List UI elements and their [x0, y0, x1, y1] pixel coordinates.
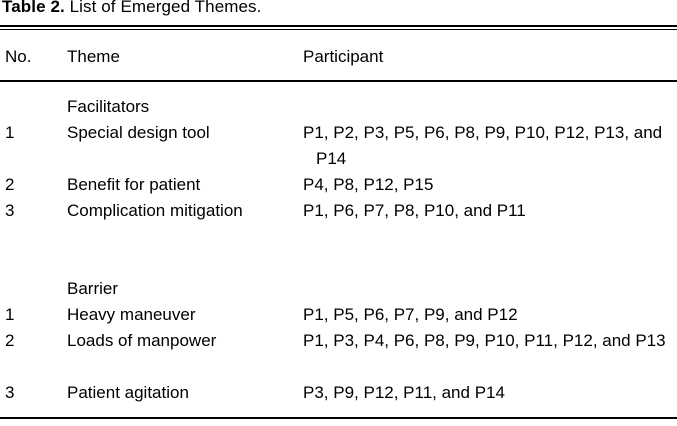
row-participant: P3, P9, P12, P11, and P14 — [303, 383, 505, 402]
row-no: 1 — [5, 123, 15, 142]
row-participant: P1, P3, P4, P6, P8, P9, P10, P11, P12, a… — [303, 331, 666, 350]
row-no: 2 — [5, 331, 15, 350]
column-header-participant: Participant — [303, 47, 384, 66]
table-top-rule — [0, 25, 677, 27]
row-no: 2 — [5, 175, 15, 194]
column-header-theme: Theme — [67, 47, 120, 66]
row-theme: Special design tool — [67, 123, 210, 142]
row-participant: P4, P8, P12, P15 — [303, 175, 434, 194]
row-no: 3 — [5, 201, 15, 220]
row-theme: Patient agitation — [67, 383, 189, 402]
row-theme: Loads of manpower — [67, 331, 217, 350]
column-header-no: No. — [5, 47, 32, 66]
table-caption-text: List of Emerged Themes. — [69, 0, 262, 16]
row-participant: P1, P6, P7, P8, P10, and P11 — [303, 201, 526, 220]
row-theme: Facilitators — [67, 97, 150, 116]
table-bottom-rule — [0, 417, 677, 419]
row-theme: Barrier — [67, 279, 119, 298]
table-caption: Table 2. List of Emerged Themes. — [2, 0, 675, 18]
table-header-rule — [0, 80, 677, 82]
table-caption-label: Table 2. — [2, 0, 65, 16]
table-top-rule-second — [0, 29, 677, 30]
row-no: 1 — [5, 305, 15, 324]
row-participant: P1, P5, P6, P7, P9, and P12 — [303, 305, 518, 324]
row-theme: Benefit for patient — [67, 175, 201, 194]
row-participant: P1, P2, P3, P5, P6, P8, P9, P10, P12, P1… — [303, 123, 663, 168]
row-no: 3 — [5, 383, 15, 402]
row-theme: Heavy maneuver — [67, 305, 196, 324]
row-theme: Complication mitigation — [67, 201, 243, 220]
